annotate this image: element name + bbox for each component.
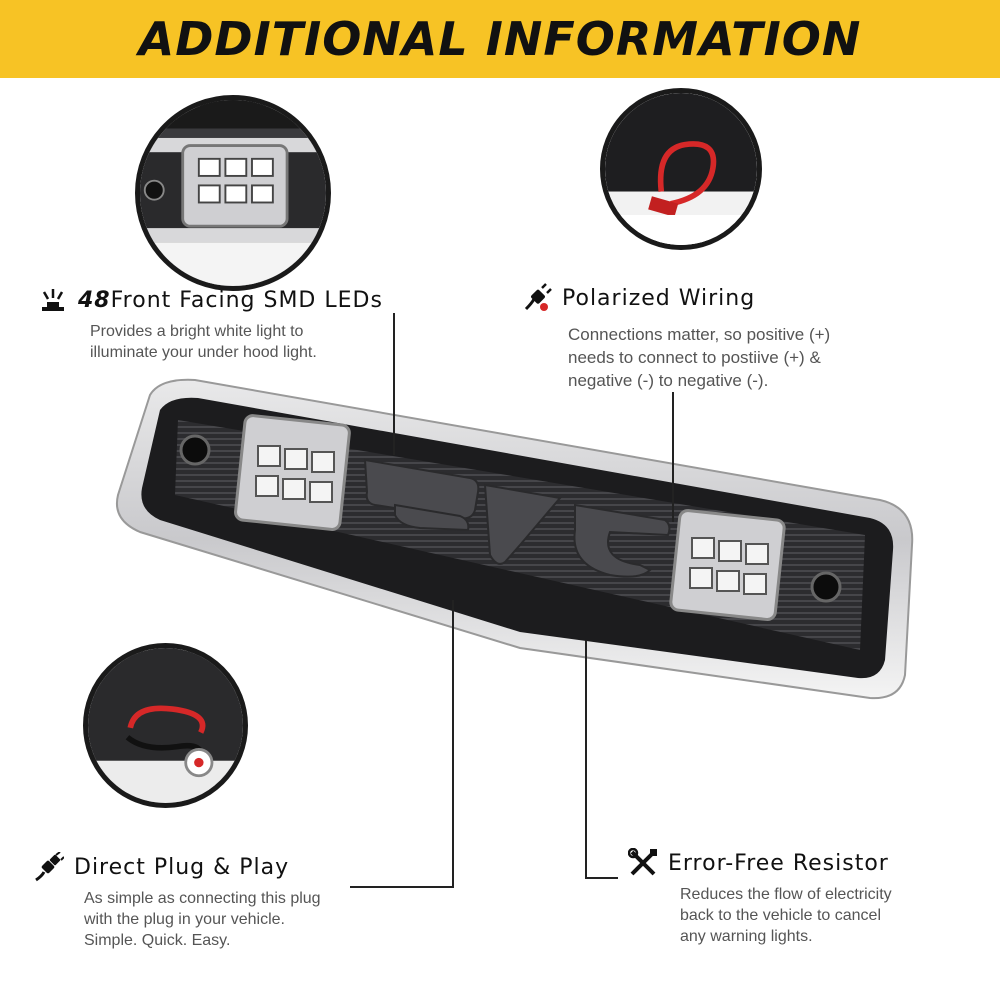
feature-leds-title-text: Front Facing SMD LEDs <box>110 287 383 313</box>
plug-leader-line-horizontal <box>350 886 454 888</box>
feature-wiring-desc: Connections matter, so positive (+) need… <box>568 325 831 390</box>
feature-resistor-title: Error-Free Resistor <box>668 850 889 876</box>
feature-leds-number: 48 <box>78 287 111 313</box>
header-banner: ADDITIONAL INFORMATION <box>0 0 1000 78</box>
plug-wiring-icon <box>522 283 552 313</box>
feature-resistor-desc: Reduces the flow of electricity back to … <box>680 886 892 945</box>
feature-plug-desc: As simple as connecting this plug with t… <box>84 890 321 949</box>
plug-closeup-photo <box>83 643 248 808</box>
feature-leds: 48Front Facing SMD LEDs Provides a brigh… <box>38 285 478 363</box>
wiring-leader-line <box>672 392 674 522</box>
light-beam-icon <box>38 285 68 315</box>
feature-plug: Direct Plug & Play As simple as connecti… <box>34 852 414 951</box>
tools-icon <box>628 848 658 878</box>
wiring-closeup-photo <box>600 88 762 250</box>
banner-title: ADDITIONAL INFORMATION <box>138 12 862 66</box>
feature-wiring-title: Polarized Wiring <box>562 285 756 311</box>
resistor-leader-line-vertical <box>585 640 587 878</box>
feature-leds-desc: Provides a bright white light to illumin… <box>90 323 317 361</box>
plug-connector-icon <box>34 852 64 882</box>
resistor-leader-line-horizontal <box>585 877 618 879</box>
feature-plug-title: Direct Plug & Play <box>74 854 290 880</box>
feature-leds-title: 48Front Facing SMD LEDs <box>78 288 383 313</box>
leds-leader-line <box>393 313 395 455</box>
feature-resistor: Error-Free Resistor Reduces the flow of … <box>628 848 988 947</box>
leds-closeup-photo <box>135 95 331 291</box>
plug-leader-line-vertical <box>452 600 454 887</box>
feature-wiring: Polarized Wiring Connections matter, so … <box>522 283 962 392</box>
